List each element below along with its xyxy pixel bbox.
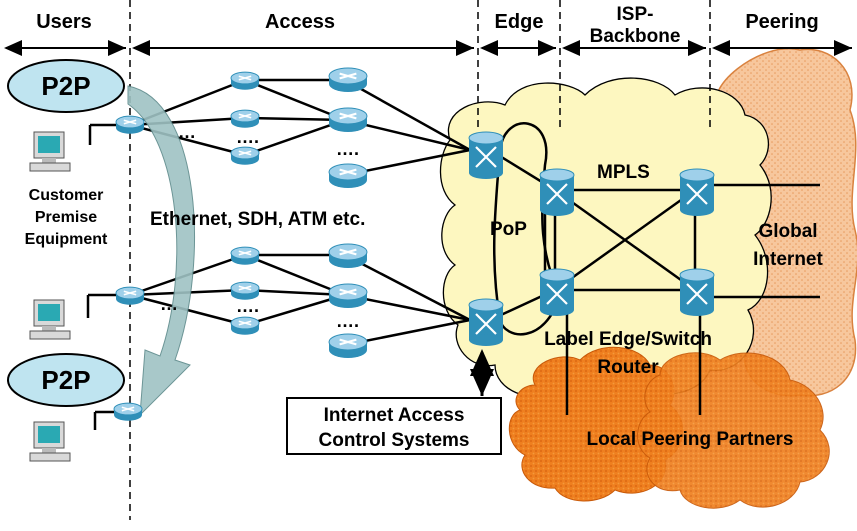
p2p-top-ellipse <box>7 59 125 113</box>
p2p-top-label: P2P <box>41 71 90 101</box>
dots-c: …. <box>336 139 359 159</box>
switch-backbone-3 <box>679 168 715 216</box>
iacs-label-1: Internet Access <box>324 405 465 426</box>
router-agg-5 <box>328 283 368 308</box>
router-small-1 <box>230 71 260 90</box>
router-agg-4 <box>328 243 368 268</box>
section-isp-2: Backbone <box>590 26 681 47</box>
p2p-traffic-arrow <box>127 85 196 417</box>
dots-b: …. <box>236 127 259 147</box>
ler-label-1: Label Edge/Switch <box>544 329 712 350</box>
switch-edge-2 <box>468 298 504 346</box>
access-tech-label: Ethernet, SDH, ATM etc. <box>150 209 365 230</box>
router-cpe-1 <box>115 115 145 134</box>
router-small-6 <box>230 316 260 335</box>
global-internet-1: Global <box>758 221 817 242</box>
switch-backbone-1 <box>539 168 575 216</box>
cpe-label-3: Equipment <box>25 231 108 248</box>
ler-label-2: Router <box>597 357 659 378</box>
iacs-label-2: Control Systems <box>319 430 470 451</box>
router-agg-2 <box>328 107 368 132</box>
router-agg-6 <box>328 333 368 358</box>
switch-backbone-2 <box>539 268 575 316</box>
router-small-2 <box>230 109 260 128</box>
pop-label: PoP <box>490 219 527 240</box>
section-access: Access <box>265 11 335 33</box>
global-internet-2: Internet <box>753 249 823 270</box>
section-peering: Peering <box>745 11 818 33</box>
router-cpe-2 <box>115 286 145 305</box>
local-peering-cloud-right <box>637 352 830 509</box>
router-small-4 <box>230 246 260 265</box>
section-isp-1: ISP- <box>617 4 654 25</box>
section-users: Users <box>36 11 92 33</box>
dots-a: … <box>178 122 196 142</box>
dots-d: … <box>160 294 178 314</box>
router-group <box>113 67 715 421</box>
router-agg-1 <box>328 67 368 92</box>
router-small-3 <box>230 146 260 165</box>
iacs-box <box>286 397 502 455</box>
dots-e: …. <box>236 296 259 316</box>
router-cpe-3 <box>113 402 143 421</box>
switch-edge-1 <box>468 131 504 179</box>
router-small-5 <box>230 281 260 300</box>
p2p-bottom-ellipse <box>7 353 125 407</box>
isp-backbone-cloud <box>439 77 772 406</box>
computer-1 <box>29 131 71 172</box>
section-edge: Edge <box>495 11 544 33</box>
p2p-bottom-label: P2P <box>41 365 90 395</box>
cpe-label-2: Premise <box>35 209 97 226</box>
dots-f: …. <box>336 311 359 331</box>
computer-3 <box>29 421 71 462</box>
cpe-label-1: Customer <box>29 187 104 204</box>
router-agg-3 <box>328 163 368 188</box>
computer-2 <box>29 299 71 340</box>
mpls-label: MPLS <box>597 162 650 183</box>
switch-backbone-4 <box>679 268 715 316</box>
local-peering-label: Local Peering Partners <box>587 429 794 450</box>
